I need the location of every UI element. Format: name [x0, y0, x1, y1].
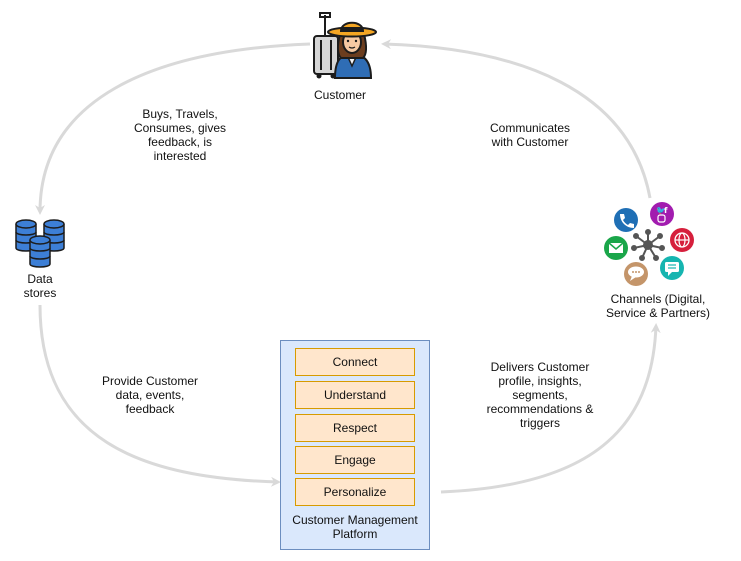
- arrow-customer-to-datastores: [35, 42, 311, 215]
- platform-label: Customer Management Platform: [292, 513, 418, 541]
- channels-label: Channels (Digital, Service & Partners): [605, 292, 711, 320]
- network-hub-icon: [631, 229, 665, 261]
- arrow-datastores-to-platform: [38, 304, 281, 487]
- edge-label-channels-to-customer: Communicates with Customer: [489, 121, 571, 149]
- data-stores-label: Data stores: [23, 272, 57, 300]
- phone-icon: [614, 208, 638, 232]
- db-front: [29, 235, 51, 268]
- arrow-channels-to-customer: [381, 39, 652, 199]
- chat-icon: [624, 262, 648, 286]
- channels-icon: 🐦 f: [604, 202, 694, 286]
- edge-label-platform-to-channels: Delivers Customer profile, insights, seg…: [486, 360, 594, 430]
- capability-respect: Respect: [295, 414, 415, 442]
- social-icon: 🐦 f: [650, 202, 674, 226]
- globe-icon: [670, 228, 694, 252]
- arrow-platform-to-channels: [440, 323, 661, 494]
- capability-connect: Connect: [295, 348, 415, 376]
- traveler-icon: [313, 12, 377, 79]
- edge-label-customer-to-datastores: Buys, Travels, Consumes, gives feedback,…: [133, 107, 227, 163]
- capability-understand: Understand: [295, 381, 415, 409]
- email-icon: [604, 236, 628, 260]
- message-icon: [660, 256, 684, 280]
- svg-text:f: f: [664, 206, 668, 215]
- database-icon: [15, 219, 65, 268]
- svg-text:🐦: 🐦: [656, 206, 666, 215]
- capability-engage: Engage: [295, 446, 415, 474]
- customer-label: Customer: [313, 88, 366, 102]
- capability-personalize: Personalize: [295, 478, 415, 506]
- edge-label-datastores-to-platform: Provide Customer data, events, feedback: [101, 374, 199, 416]
